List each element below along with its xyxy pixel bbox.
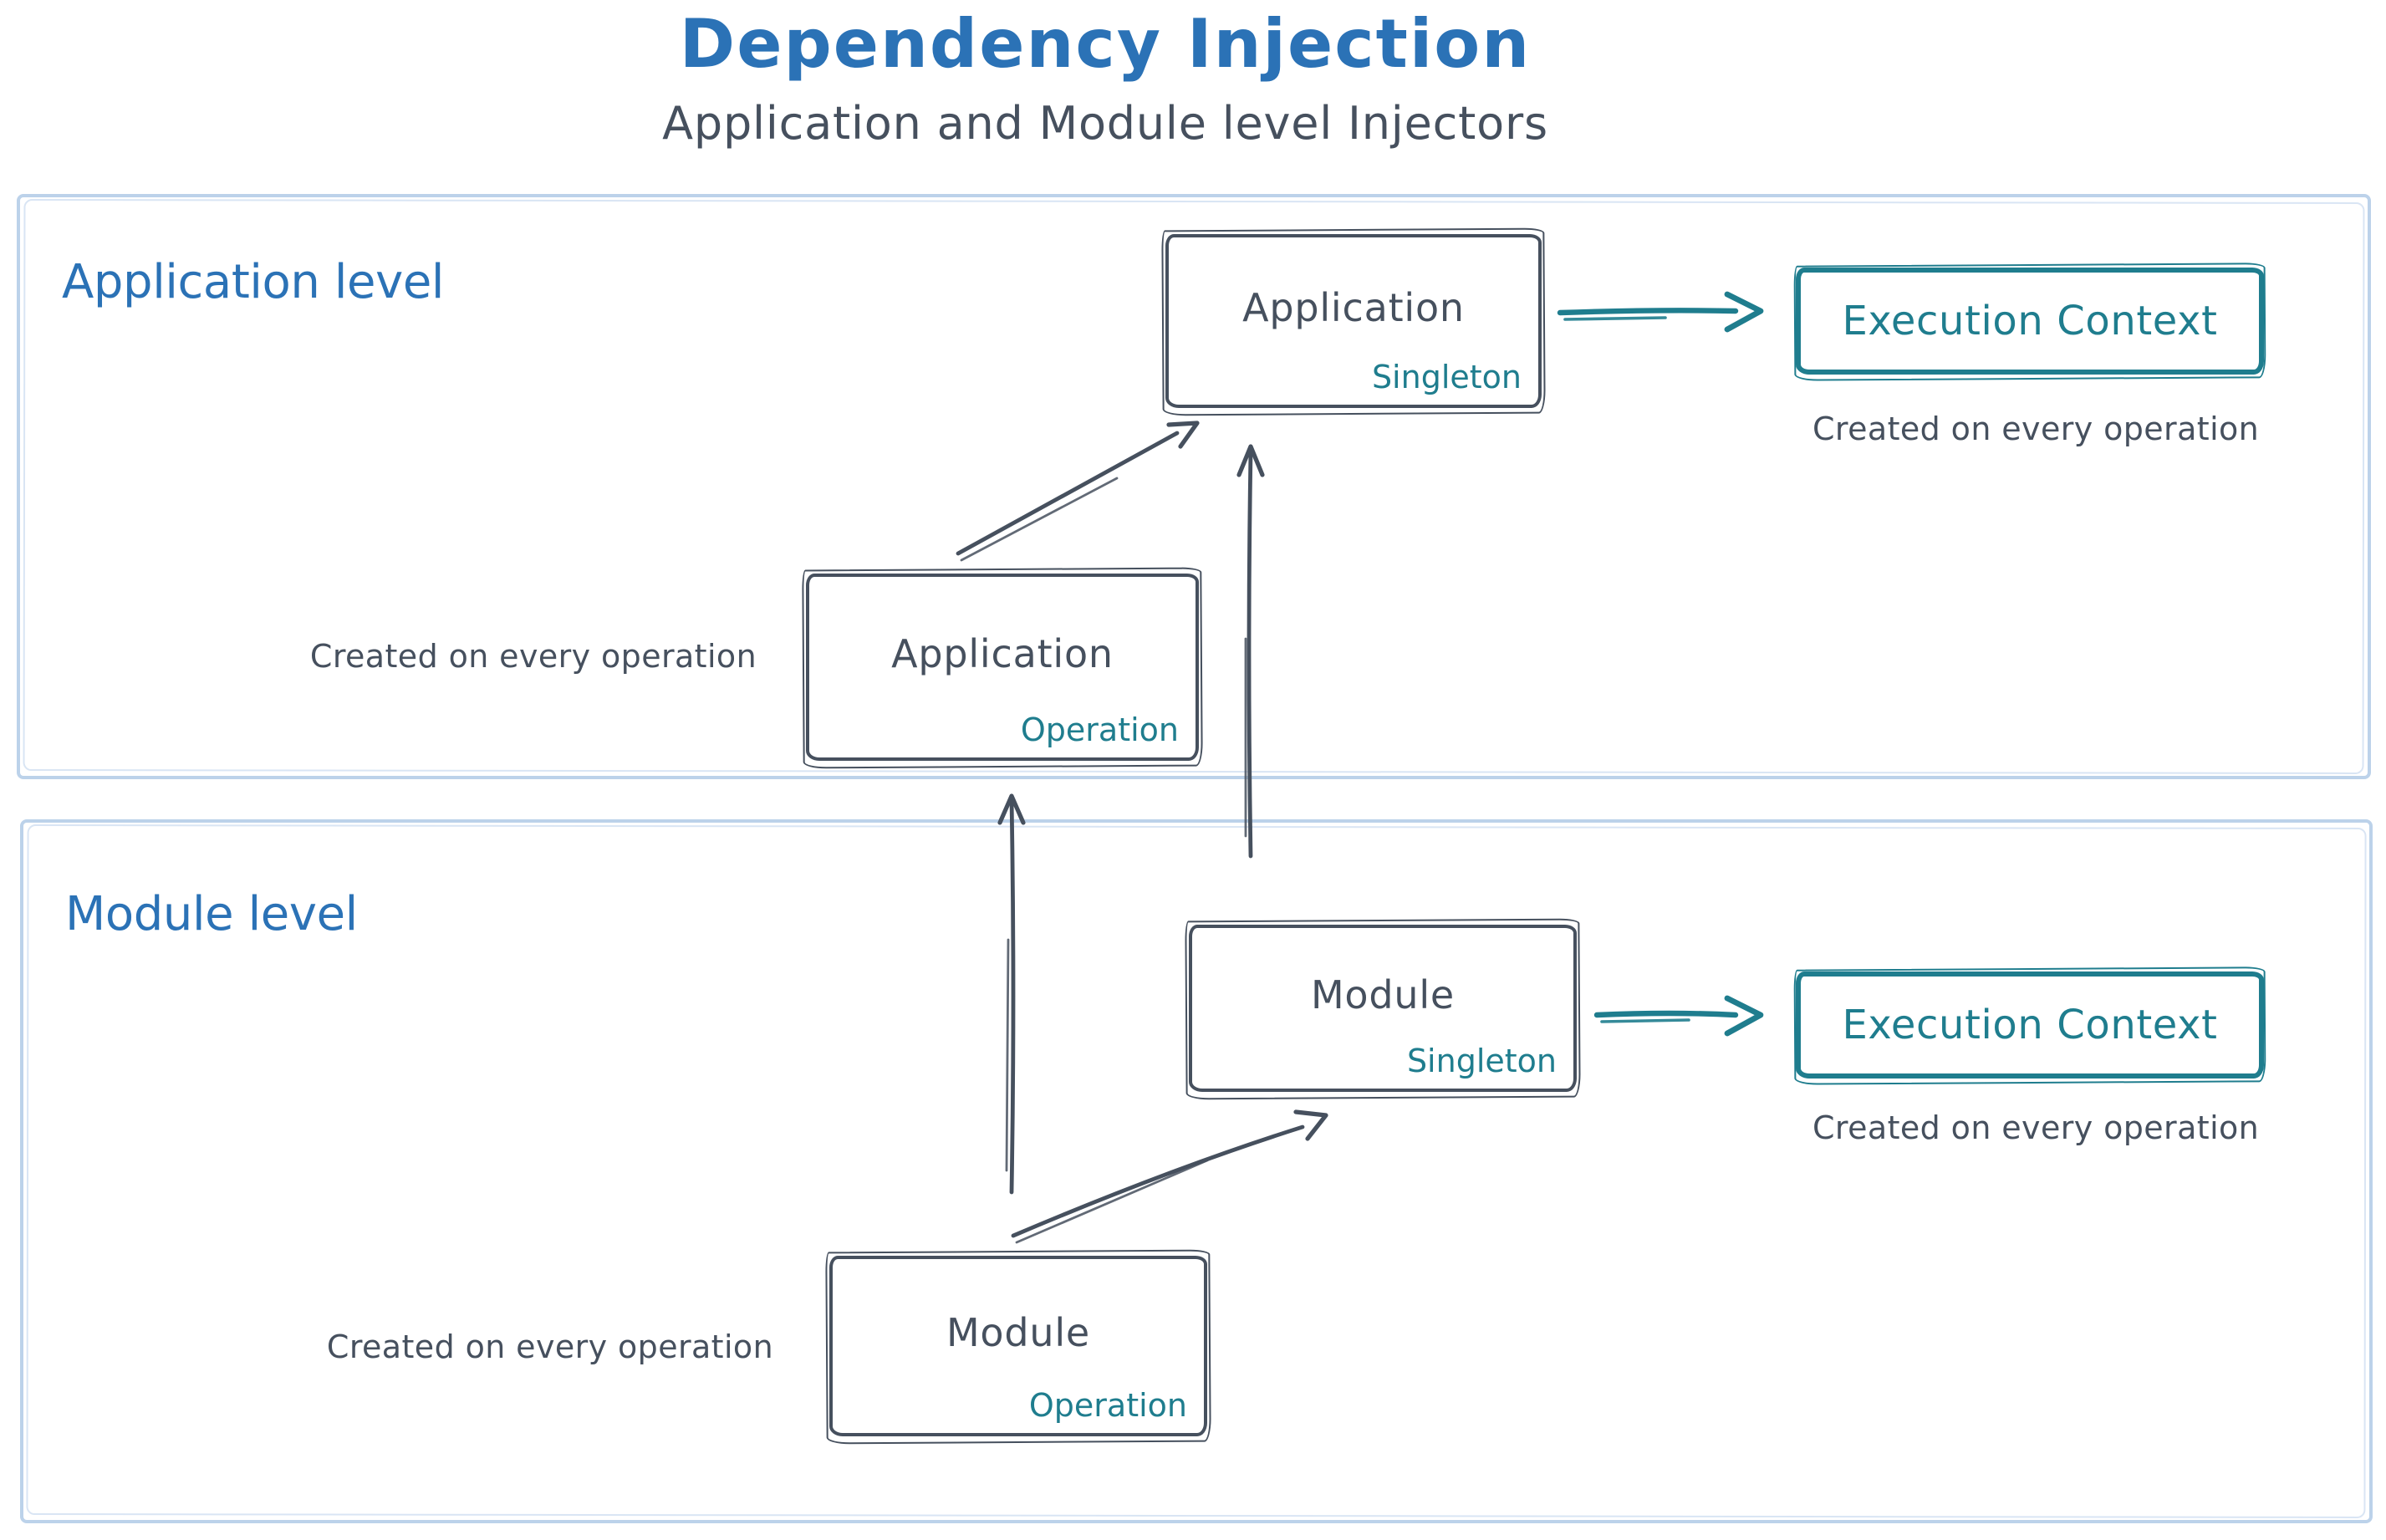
module-operation-caption: Created on every operation xyxy=(326,1329,774,1366)
application-operation-name: Application xyxy=(891,634,1114,677)
module-singleton-scope: Singleton xyxy=(1406,1043,1557,1080)
application-level-label: Application level xyxy=(62,254,445,309)
module-singleton-box: Module Singleton xyxy=(1189,925,1577,1092)
application-execution-context-caption: Created on every operation xyxy=(1812,411,2260,448)
diagram-header: Dependency Injection Application and Mod… xyxy=(0,7,2210,150)
module-operation-name: Module xyxy=(946,1313,1091,1356)
application-operation-box: Application Operation xyxy=(806,574,1199,761)
module-execution-context-label: Execution Context xyxy=(1842,1002,2218,1048)
application-singleton-scope: Singleton xyxy=(1371,360,1522,396)
module-operation-box: Module Operation xyxy=(829,1256,1207,1436)
module-operation-scope: Operation xyxy=(1028,1388,1187,1425)
module-execution-context-caption: Created on every operation xyxy=(1812,1110,2260,1147)
module-level-label: Module level xyxy=(65,886,358,941)
application-execution-context-box: Execution Context xyxy=(1796,268,2264,375)
module-singleton-name: Module xyxy=(1310,975,1456,1018)
page-title: Dependency Injection xyxy=(679,7,1532,84)
application-singleton-name: Application xyxy=(1242,288,1465,331)
application-operation-scope: Operation xyxy=(1020,712,1179,749)
application-level-section: Application level Application Singleton … xyxy=(17,194,2371,779)
application-singleton-box: Application Singleton xyxy=(1165,234,1542,408)
application-execution-context-label: Execution Context xyxy=(1842,298,2218,344)
module-execution-context-box: Execution Context xyxy=(1796,971,2264,1079)
application-operation-caption: Created on every operation xyxy=(309,639,757,676)
module-level-section: Module level Module Singleton Execution … xyxy=(20,819,2373,1523)
page-subtitle: Application and Module level Injectors xyxy=(662,99,1548,150)
